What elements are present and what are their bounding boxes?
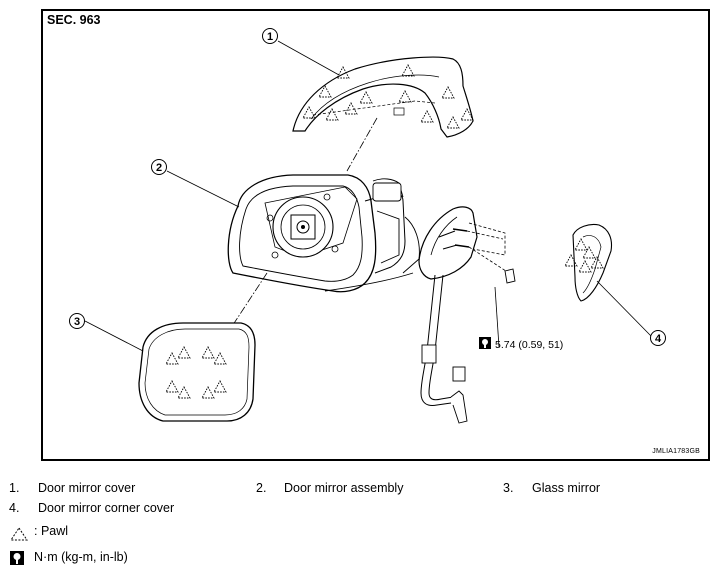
callout-4: 4 [650, 330, 666, 346]
svg-text:3: 3 [74, 316, 80, 328]
torque-spec: 5.74 (0.59, 51) [479, 337, 563, 351]
legend-num-2: 2. [256, 481, 267, 495]
svg-text:2: 2 [156, 162, 162, 174]
glass-mirror [138, 322, 256, 422]
door-mirror-corner-cover [564, 223, 613, 302]
wrench-torque-icon [479, 337, 491, 349]
svg-text:1: 1 [267, 31, 273, 43]
exploded-view-diagram: 1 2 3 4 5.74 (0.59, 51) [69, 28, 666, 424]
door-mirror-cover [292, 56, 474, 138]
legend-num-1: 1. [9, 481, 20, 495]
diagram-frame: SEC. 963 [41, 9, 710, 461]
callout-1: 1 [262, 28, 278, 44]
svg-text:4: 4 [655, 333, 662, 345]
legend-num-4: 4. [9, 501, 20, 515]
legend-pawl-label: : Pawl [34, 524, 69, 538]
section-label: SEC. 963 [47, 13, 101, 27]
torque-value: 5.74 (0.59, 51) [495, 339, 563, 351]
wrench-torque-icon [10, 551, 24, 565]
legend-label-2: Door mirror assembly [284, 481, 404, 495]
legend-num-3: 3. [503, 481, 514, 495]
mirror-mounting-bracket [418, 206, 516, 284]
legend-label-4: Door mirror corner cover [38, 501, 175, 515]
dashed-triangle-pawl-icon [10, 527, 28, 541]
callout-2: 2 [151, 159, 167, 175]
figure-id: JMLIA1783GB [652, 448, 700, 455]
wire-harness [420, 274, 468, 424]
leader-lines [84, 40, 652, 352]
callout-3: 3 [69, 313, 85, 329]
legend-label-1: Door mirror cover [38, 481, 136, 495]
door-mirror-assembly [227, 174, 420, 293]
legend-torque-unit-label: N·m (kg-m, in-lb) [34, 550, 128, 564]
legend-label-3: Glass mirror [532, 481, 601, 495]
